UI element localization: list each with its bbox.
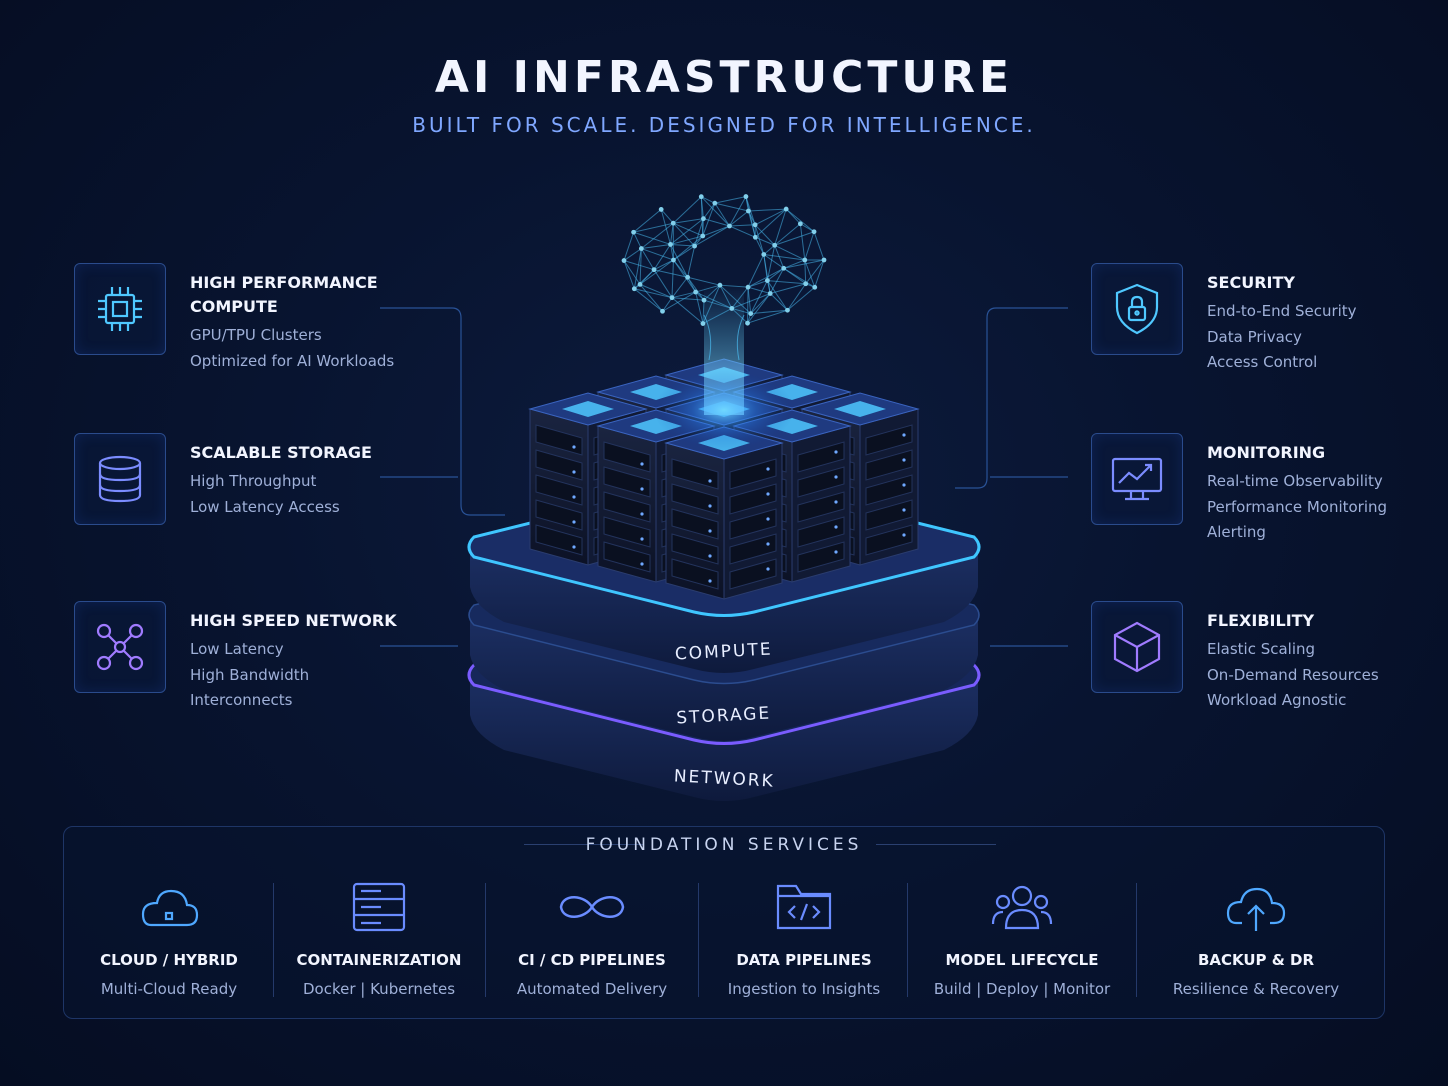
divider (876, 844, 996, 845)
layer-label-storage: STORAGE (676, 704, 772, 729)
chip-icon (74, 263, 166, 355)
service-title: MODEL LIFECYCLE (945, 951, 1099, 969)
infrastructure-stack-illustration: COMPUTE STORAGE NETWORK (467, 194, 981, 801)
divider (907, 883, 908, 997)
divider (1136, 883, 1137, 997)
infinity-icon (492, 879, 692, 935)
feature-line: High Throughput (190, 472, 317, 490)
server-racks (528, 358, 920, 600)
service-data-pipelines: DATA PIPELINES Ingestion to Insights (704, 879, 904, 998)
database-icon (74, 433, 166, 525)
shield-lock-icon (1091, 263, 1183, 355)
users-icon (922, 879, 1122, 935)
feature-line: High Bandwidth (190, 665, 310, 684)
service-title: CI / CD PIPELINES (518, 951, 666, 969)
service-title: DATA PIPELINES (736, 951, 872, 969)
feature-title-line2: COMPUTE (190, 297, 278, 316)
feature-line: Low Latency Access (190, 497, 340, 516)
feature-title: SCALABLE STORAGE (190, 443, 372, 462)
cloud-icon (69, 879, 269, 935)
cloud-upload-icon (1156, 879, 1356, 935)
divider (273, 883, 274, 997)
feature-line: End-to-End Security (1207, 302, 1357, 320)
divider (485, 883, 486, 997)
service-subtitle: Resilience & Recovery (1172, 980, 1340, 998)
feature-title: MONITORING (1207, 443, 1326, 462)
feature-line: Elastic Scaling (1207, 640, 1316, 658)
network-nodes-icon (74, 601, 166, 693)
monitor-chart-icon (1091, 433, 1183, 525)
feature-line: GPU/TPU Clusters (190, 326, 322, 344)
feature-line: Real-time Observability (1207, 472, 1383, 490)
feature-title: HIGH SPEED NETWORK (190, 611, 397, 630)
service-backup-dr: BACKUP & DR Resilience & Recovery (1156, 879, 1356, 998)
page-subtitle: BUILT FOR SCALE. DESIGNED FOR INTELLIGEN… (412, 113, 1036, 137)
service-model-lifecycle: MODEL LIFECYCLE Build | Deploy | Monitor (922, 879, 1122, 998)
feature-line: On-Demand Resources (1207, 665, 1379, 684)
cube-icon (1091, 601, 1183, 693)
service-subtitle: Docker | Kubernetes (302, 980, 456, 998)
service-containerization: CONTAINERIZATION Docker | Kubernetes (279, 879, 479, 998)
foundation-services-panel: FOUNDATION SERVICES CLOUD / HYBRID Multi… (63, 826, 1385, 1019)
server-rack (664, 426, 784, 600)
service-title: BACKUP & DR (1197, 951, 1315, 969)
code-folder-icon (704, 879, 904, 935)
divider (524, 844, 644, 845)
feature-title: FLEXIBILITY (1207, 611, 1315, 630)
feature-line: Data Privacy (1207, 327, 1302, 346)
service-subtitle: Ingestion to Insights (727, 980, 881, 998)
neural-brain-icon (621, 194, 827, 361)
feature-title: HIGH PERFORMANCE (190, 273, 378, 292)
feature-line: Low Latency (190, 640, 284, 658)
feature-title: SECURITY (1207, 273, 1295, 292)
feature-line: Optimized for AI Workloads (190, 351, 395, 370)
service-subtitle: Multi-Cloud Ready (100, 980, 238, 998)
page-title: AI INFRASTRUCTURE (434, 52, 1014, 103)
divider (698, 883, 699, 997)
feature-line: Workload Agnostic (1207, 691, 1347, 709)
feature-line: Alerting (1207, 523, 1266, 541)
foundation-title: FOUNDATION SERVICES (585, 835, 863, 855)
service-subtitle: Automated Delivery (516, 980, 668, 998)
container-icon (279, 879, 479, 935)
service-title: CONTAINERIZATION (296, 951, 462, 969)
service-subtitle: Build | Deploy | Monitor (933, 980, 1111, 998)
feature-line: Access Control (1207, 353, 1318, 371)
feature-line: Performance Monitoring (1207, 497, 1388, 516)
service-ci-cd: CI / CD PIPELINES Automated Delivery (492, 879, 692, 998)
feature-line: Interconnects (190, 691, 293, 709)
service-cloud-hybrid: CLOUD / HYBRID Multi-Cloud Ready (69, 879, 269, 998)
service-title: CLOUD / HYBRID (100, 951, 238, 969)
